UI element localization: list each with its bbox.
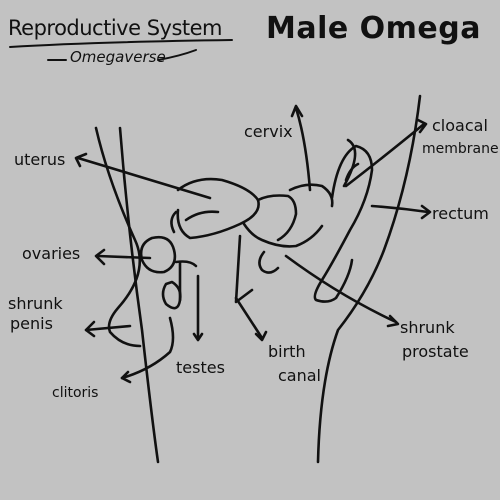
ovary-tube: [170, 210, 178, 234]
label-clitoris: clitoris: [52, 385, 99, 401]
label-testes: testes: [176, 358, 225, 377]
arrow-testes-head: [192, 332, 204, 342]
body-outline-back-right: [316, 94, 422, 464]
label-ovaries: ovaries: [22, 244, 81, 263]
testis-shape: [161, 280, 182, 310]
diagram-title: Reproductive System: [8, 16, 223, 40]
ovary-circle: [139, 235, 177, 274]
arrow-cervix-head: [290, 104, 304, 118]
uterus-inner: [184, 210, 220, 222]
arrow-prostate-head: [386, 314, 400, 328]
arrow-shrunk-penis-head: [84, 320, 96, 338]
arrow-birth-canal-head: [254, 330, 268, 342]
label-uterus: uterus: [14, 150, 66, 169]
cervix-coil-2: [288, 183, 334, 208]
leader-uterus: [76, 156, 212, 200]
label-cloacal-membrane-line1: cloacal: [432, 116, 488, 135]
cervix-coil: [256, 194, 298, 242]
rectum-tail: [342, 138, 357, 188]
label-shrunk-prostate-line2: prostate: [402, 342, 469, 361]
label-birth-canal-line2: canal: [278, 366, 321, 385]
arrow-clitoris-head: [120, 370, 132, 384]
arrow-uterus-head: [74, 152, 88, 168]
uterus-outline: [176, 177, 260, 240]
label-shrunk-penis-line1: shrunk: [8, 294, 63, 313]
arrow-rectum-head: [420, 204, 432, 220]
label-rectum: rectum: [432, 204, 489, 223]
diagram-title-right: Male Omega: [266, 11, 481, 46]
label-birth-canal-line1: birth: [268, 342, 306, 361]
leader-cervix: [294, 106, 312, 192]
label-shrunk-prostate-line1: shrunk: [400, 318, 455, 337]
body-outline-back-left: [118, 126, 160, 464]
birth-canal-lower: [234, 234, 254, 304]
arrow-ovaries-head: [94, 248, 106, 266]
body-outline-front: [94, 126, 142, 348]
clitoris-cap: [174, 260, 198, 268]
label-cervix: cervix: [244, 122, 293, 141]
rectum-loop: [313, 144, 374, 303]
diagram-subtitle: Omegaverse: [70, 48, 166, 66]
leader-shrunk-penis: [84, 324, 132, 332]
leader-ovaries: [96, 254, 152, 260]
leader-rectum: [370, 204, 430, 214]
leader-cloacal: [344, 122, 426, 188]
subtitle-underline-right: [157, 49, 197, 61]
prostate-shape: [258, 250, 280, 274]
leader-birth-canal: [234, 296, 264, 340]
label-cloacal-membrane-line2: membrane: [422, 141, 499, 157]
arrow-cloacal-head: [416, 118, 428, 134]
birth-canal-outline: [242, 222, 324, 248]
leader-clitoris: [120, 316, 175, 380]
leader-shrunk-prostate: [284, 254, 398, 324]
label-shrunk-penis-line2: penis: [10, 314, 53, 333]
title-underline: [9, 39, 233, 48]
